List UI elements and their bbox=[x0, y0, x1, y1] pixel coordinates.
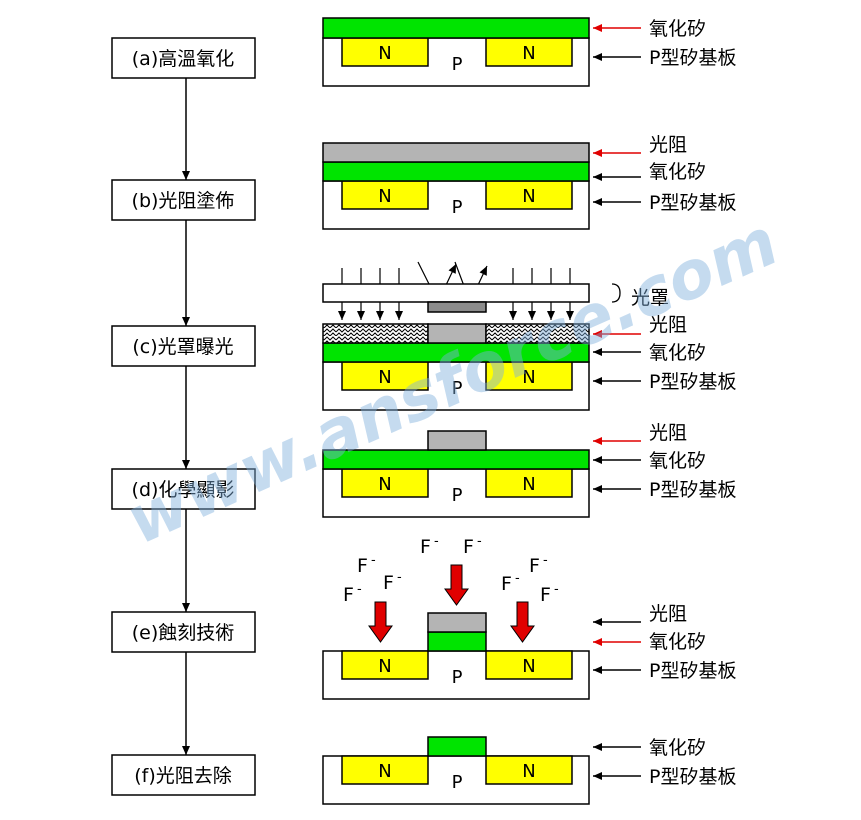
stage-c: 光罩 N N P 光阻 氧化矽 P型矽基板 bbox=[322, 261, 736, 411]
n-label: N bbox=[378, 186, 391, 207]
n-label: N bbox=[522, 367, 535, 388]
p-label: P bbox=[452, 378, 463, 399]
substrate-label: P型矽基板 bbox=[649, 47, 736, 69]
p-label: P bbox=[452, 667, 463, 688]
ion-label: F- bbox=[357, 553, 376, 577]
ion-label: F- bbox=[540, 582, 559, 606]
substrate-label: P型矽基板 bbox=[649, 192, 736, 214]
n-region-left bbox=[341, 650, 429, 680]
step-box-a: (a)高溫氧化 bbox=[111, 37, 256, 79]
step-box-b: (b)光阻塗佈 bbox=[111, 179, 256, 221]
n-region-right bbox=[485, 468, 573, 498]
oxide-label: 氧化矽 bbox=[649, 631, 706, 653]
n-region-right bbox=[485, 755, 573, 785]
ion-label: F- bbox=[420, 534, 439, 558]
photoresist-label: 光阻 bbox=[649, 314, 687, 336]
step-label-c: (c)光罩曝光 bbox=[132, 336, 233, 358]
n-label: N bbox=[522, 761, 535, 782]
step-box-e: (e)蝕刻技術 bbox=[111, 611, 256, 653]
oxide-layer bbox=[322, 17, 590, 39]
step-label-b: (b)光阻塗佈 bbox=[132, 189, 235, 212]
oxide-label: 氧化矽 bbox=[649, 342, 706, 364]
p-label: P bbox=[452, 197, 463, 218]
ion-label: F- bbox=[383, 570, 402, 594]
stage-b: N N P 光阻 氧化矽 P型矽基板 bbox=[322, 134, 736, 230]
photoresist-block bbox=[427, 612, 487, 633]
etch-arrow bbox=[444, 564, 469, 606]
n-label: N bbox=[522, 186, 535, 207]
oxide-block bbox=[427, 736, 487, 757]
n-label: N bbox=[378, 474, 391, 495]
substrate-label: P型矽基板 bbox=[649, 766, 736, 788]
step-flow: (a)高溫氧化 (b)光阻塗佈 (c)光罩曝光 (d)化學顯影 (e)蝕刻技術 … bbox=[111, 37, 256, 796]
n-region-left bbox=[341, 755, 429, 785]
n-label: N bbox=[522, 474, 535, 495]
mask-pattern bbox=[427, 301, 487, 313]
n-label: N bbox=[522, 656, 535, 677]
stage-a: N N P 氧化矽 P型矽基板 bbox=[322, 17, 736, 87]
step-label-a: (a)高溫氧化 bbox=[132, 48, 234, 70]
p-label: P bbox=[452, 54, 463, 75]
oxide-label: 氧化矽 bbox=[649, 737, 706, 759]
oxide-layer bbox=[322, 161, 590, 182]
photoresist-block bbox=[427, 430, 487, 451]
mask-label: 光罩 bbox=[631, 287, 669, 309]
exposed-photoresist-left bbox=[322, 323, 429, 344]
n-label: N bbox=[522, 43, 535, 64]
step-label-f: (f)光阻去除 bbox=[134, 765, 232, 787]
fluorine-ions: F- F- F- F- F- F- F- F- bbox=[343, 534, 559, 606]
n-region-left bbox=[341, 180, 429, 210]
oxide-label: 氧化矽 bbox=[649, 161, 706, 183]
etch-arrows bbox=[368, 564, 535, 643]
exposed-photoresist-right bbox=[485, 323, 590, 344]
stage-d: N N P 光阻 氧化矽 P型矽基板 bbox=[322, 422, 736, 518]
n-label: N bbox=[378, 367, 391, 388]
oxide-block bbox=[427, 631, 487, 652]
ion-label: F- bbox=[343, 582, 362, 606]
stage-f: N N P 氧化矽 P型矽基板 bbox=[322, 736, 736, 805]
ion-label: F- bbox=[529, 553, 548, 577]
n-label: N bbox=[378, 761, 391, 782]
mask-brace bbox=[611, 283, 621, 303]
oxide-label: 氧化矽 bbox=[649, 450, 706, 472]
substrate-label: P型矽基板 bbox=[649, 371, 736, 393]
step-box-c: (c)光罩曝光 bbox=[111, 325, 256, 367]
n-label: N bbox=[378, 43, 391, 64]
substrate-label: P型矽基板 bbox=[649, 479, 736, 501]
etch-arrow bbox=[510, 601, 535, 643]
step-box-d: (d)化學顯影 bbox=[111, 468, 256, 510]
photoresist-label: 光阻 bbox=[649, 603, 687, 625]
ion-label: F- bbox=[501, 571, 520, 595]
p-label: P bbox=[452, 485, 463, 506]
step-label-e: (e)蝕刻技術 bbox=[132, 622, 235, 644]
photoresist-label: 光阻 bbox=[649, 422, 687, 444]
n-region-right bbox=[485, 650, 573, 680]
photoresist-layer bbox=[322, 142, 590, 163]
stage-e: F- F- F- F- F- F- F- F- N N P 光阻 氧化矽 P型矽… bbox=[322, 534, 736, 700]
oxide-label: 氧化矽 bbox=[649, 18, 706, 40]
ion-label: F- bbox=[463, 534, 482, 558]
step-label-d: (d)化學顯影 bbox=[132, 479, 235, 501]
p-label: P bbox=[452, 772, 463, 793]
substrate-label: P型矽基板 bbox=[649, 660, 736, 682]
photoresist-label: 光阻 bbox=[649, 134, 687, 156]
etch-arrow bbox=[368, 601, 393, 643]
n-label: N bbox=[378, 656, 391, 677]
step-box-f: (f)光阻去除 bbox=[111, 754, 256, 796]
n-region-left bbox=[341, 361, 429, 391]
